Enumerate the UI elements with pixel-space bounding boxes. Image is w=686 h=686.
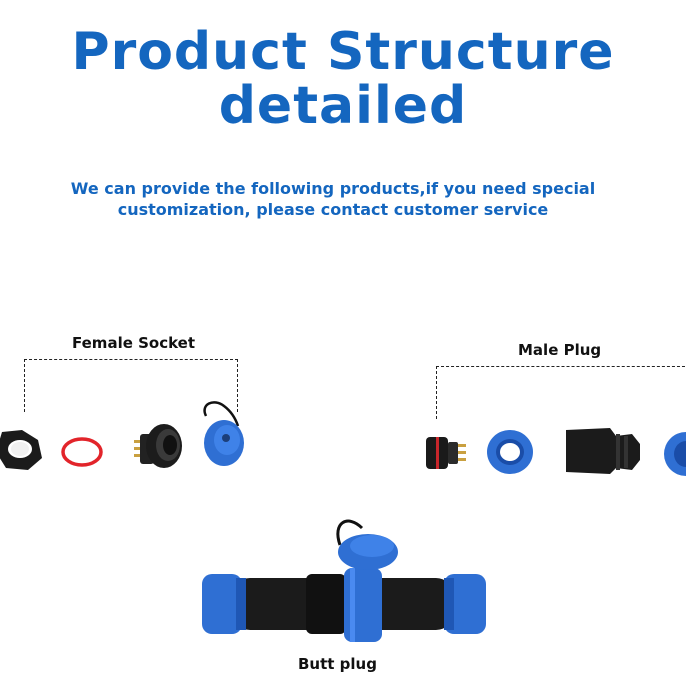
dust-cap-part <box>203 401 244 466</box>
male-plug-label: Male Plug <box>518 341 602 359</box>
coupling-nut-part <box>487 430 533 474</box>
female-socket-bracket <box>24 359 238 412</box>
butt-plug-label: Butt plug <box>298 655 377 673</box>
male-plug-insert-part <box>426 437 466 469</box>
female-socket-part <box>134 424 182 468</box>
female-socket-label: Female Socket <box>72 334 196 352</box>
end-cap-part <box>664 432 686 476</box>
male-plug-bracket <box>436 366 686 419</box>
butt-plug-assembly <box>202 519 486 642</box>
page-title-line-1: Product Structure <box>71 22 615 82</box>
subtitle-line-2: customization, please contact customer s… <box>117 200 549 219</box>
hex-nut-part <box>0 430 42 470</box>
page-title-line-2: detailed <box>218 76 468 136</box>
o-ring-part <box>61 437 103 467</box>
rubber-boot-part <box>566 428 640 474</box>
subtitle-line-1: We can provide the following products,if… <box>70 179 596 198</box>
